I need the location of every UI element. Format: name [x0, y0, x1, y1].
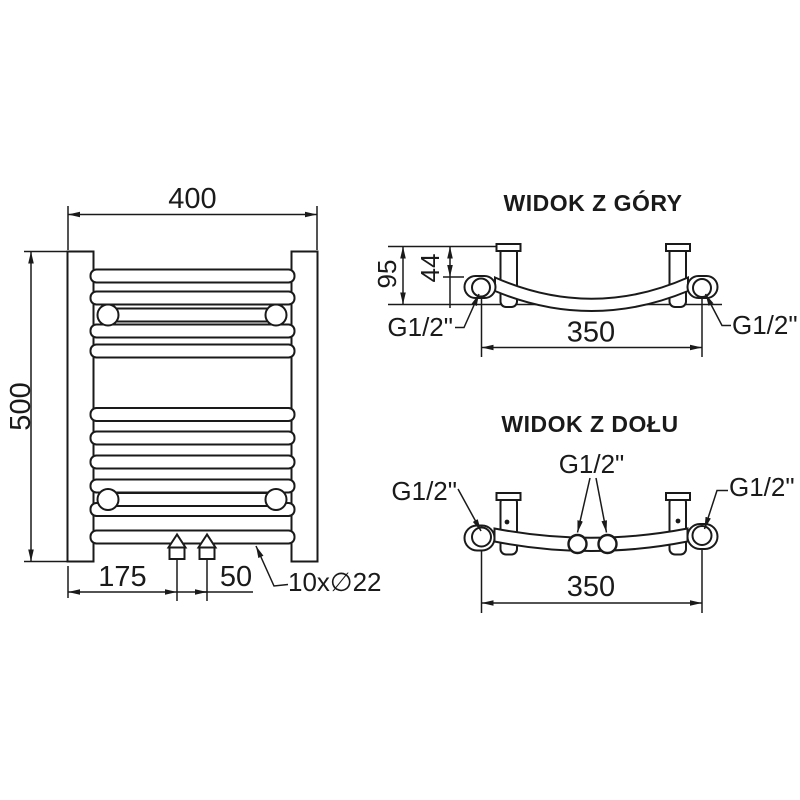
curved-tube [494, 275, 689, 312]
center-thread-label: G1/2" [559, 449, 625, 479]
axis-offset-dimension: 44 [415, 254, 445, 283]
tube-spec-label: 10x∅22 [288, 567, 382, 597]
bottom-view-object [463, 492, 719, 556]
valve-connection [198, 546, 216, 560]
left-thread-port [471, 526, 492, 548]
radiator-tube [89, 323, 296, 339]
top-view-object [463, 243, 719, 312]
left-collector-rail [66, 250, 95, 563]
radiator-tube [89, 407, 296, 422]
left-thread-port [471, 277, 491, 298]
right-thread-label: G1/2" [732, 310, 798, 340]
radiator-tube [89, 290, 296, 306]
top-view: WIDOK Z GÓRY 95 44 350 [372, 189, 798, 357]
bottom-view-thread-callouts: G1/2" G1/2" G1/2" [391, 449, 795, 533]
right-thread-label: G1/2" [729, 472, 795, 502]
front-view-dimensions: 400 500 175 50 [5, 183, 318, 601]
bracket-screw [504, 519, 510, 525]
valve-spacing-dimension: 50 [220, 561, 252, 593]
width-dimension: 400 [168, 183, 216, 215]
left-thread-label: G1/2" [387, 312, 453, 342]
left-thread-label: G1/2" [391, 476, 457, 506]
bracket-screw [675, 518, 681, 524]
radiator-tube [89, 529, 296, 545]
wall-bracket-plate [665, 492, 691, 501]
bracket-anchor [264, 303, 288, 327]
top-view-dimensions: 95 44 350 [372, 245, 722, 357]
upper-wall-bracket [96, 303, 288, 327]
bottom-view-dimensions: 350 [480, 547, 703, 613]
top-view-thread-callouts: G1/2" G1/2" [387, 293, 798, 342]
bracket-anchor [264, 488, 288, 511]
wall-bracket [668, 496, 687, 556]
connection-span-dimension: 350 [567, 571, 615, 603]
wall-bracket-plate [665, 243, 691, 252]
center-thread-port [567, 533, 588, 555]
radiator-tube [89, 343, 296, 359]
lower-wall-bracket [96, 488, 288, 511]
radiator-body [66, 250, 319, 563]
radiator-tubes [89, 268, 296, 545]
bracket-anchor [96, 488, 120, 511]
connection-span-dimension: 350 [567, 317, 615, 349]
depth-dimension: 95 [372, 260, 402, 289]
valve-offset-dimension: 175 [98, 561, 146, 593]
front-view: 400 500 175 50 [5, 183, 382, 601]
radiator-tube [89, 268, 296, 284]
bottom-valve-connections [166, 532, 218, 560]
radiator-tube [89, 478, 296, 494]
radiator-tube [89, 430, 296, 446]
center-thread-port [597, 533, 618, 555]
right-thread-port [691, 525, 713, 546]
wall-bracket-plate [495, 492, 522, 501]
curved-tube [493, 527, 689, 552]
wall-bracket-plate [495, 243, 522, 252]
bracket-anchor [96, 303, 120, 327]
tube-spec-callout: 10x∅22 [255, 545, 382, 597]
bottom-view: WIDOK Z DOŁU 350 G1/2" [391, 411, 795, 613]
top-view-title: WIDOK Z GÓRY [504, 189, 683, 216]
right-thread-port [692, 278, 712, 298]
right-collector-rail [290, 250, 319, 563]
height-dimension: 500 [5, 382, 37, 430]
valve-connection [168, 546, 186, 560]
radiator-tube [89, 454, 296, 470]
bottom-view-title: WIDOK Z DOŁU [501, 411, 678, 437]
